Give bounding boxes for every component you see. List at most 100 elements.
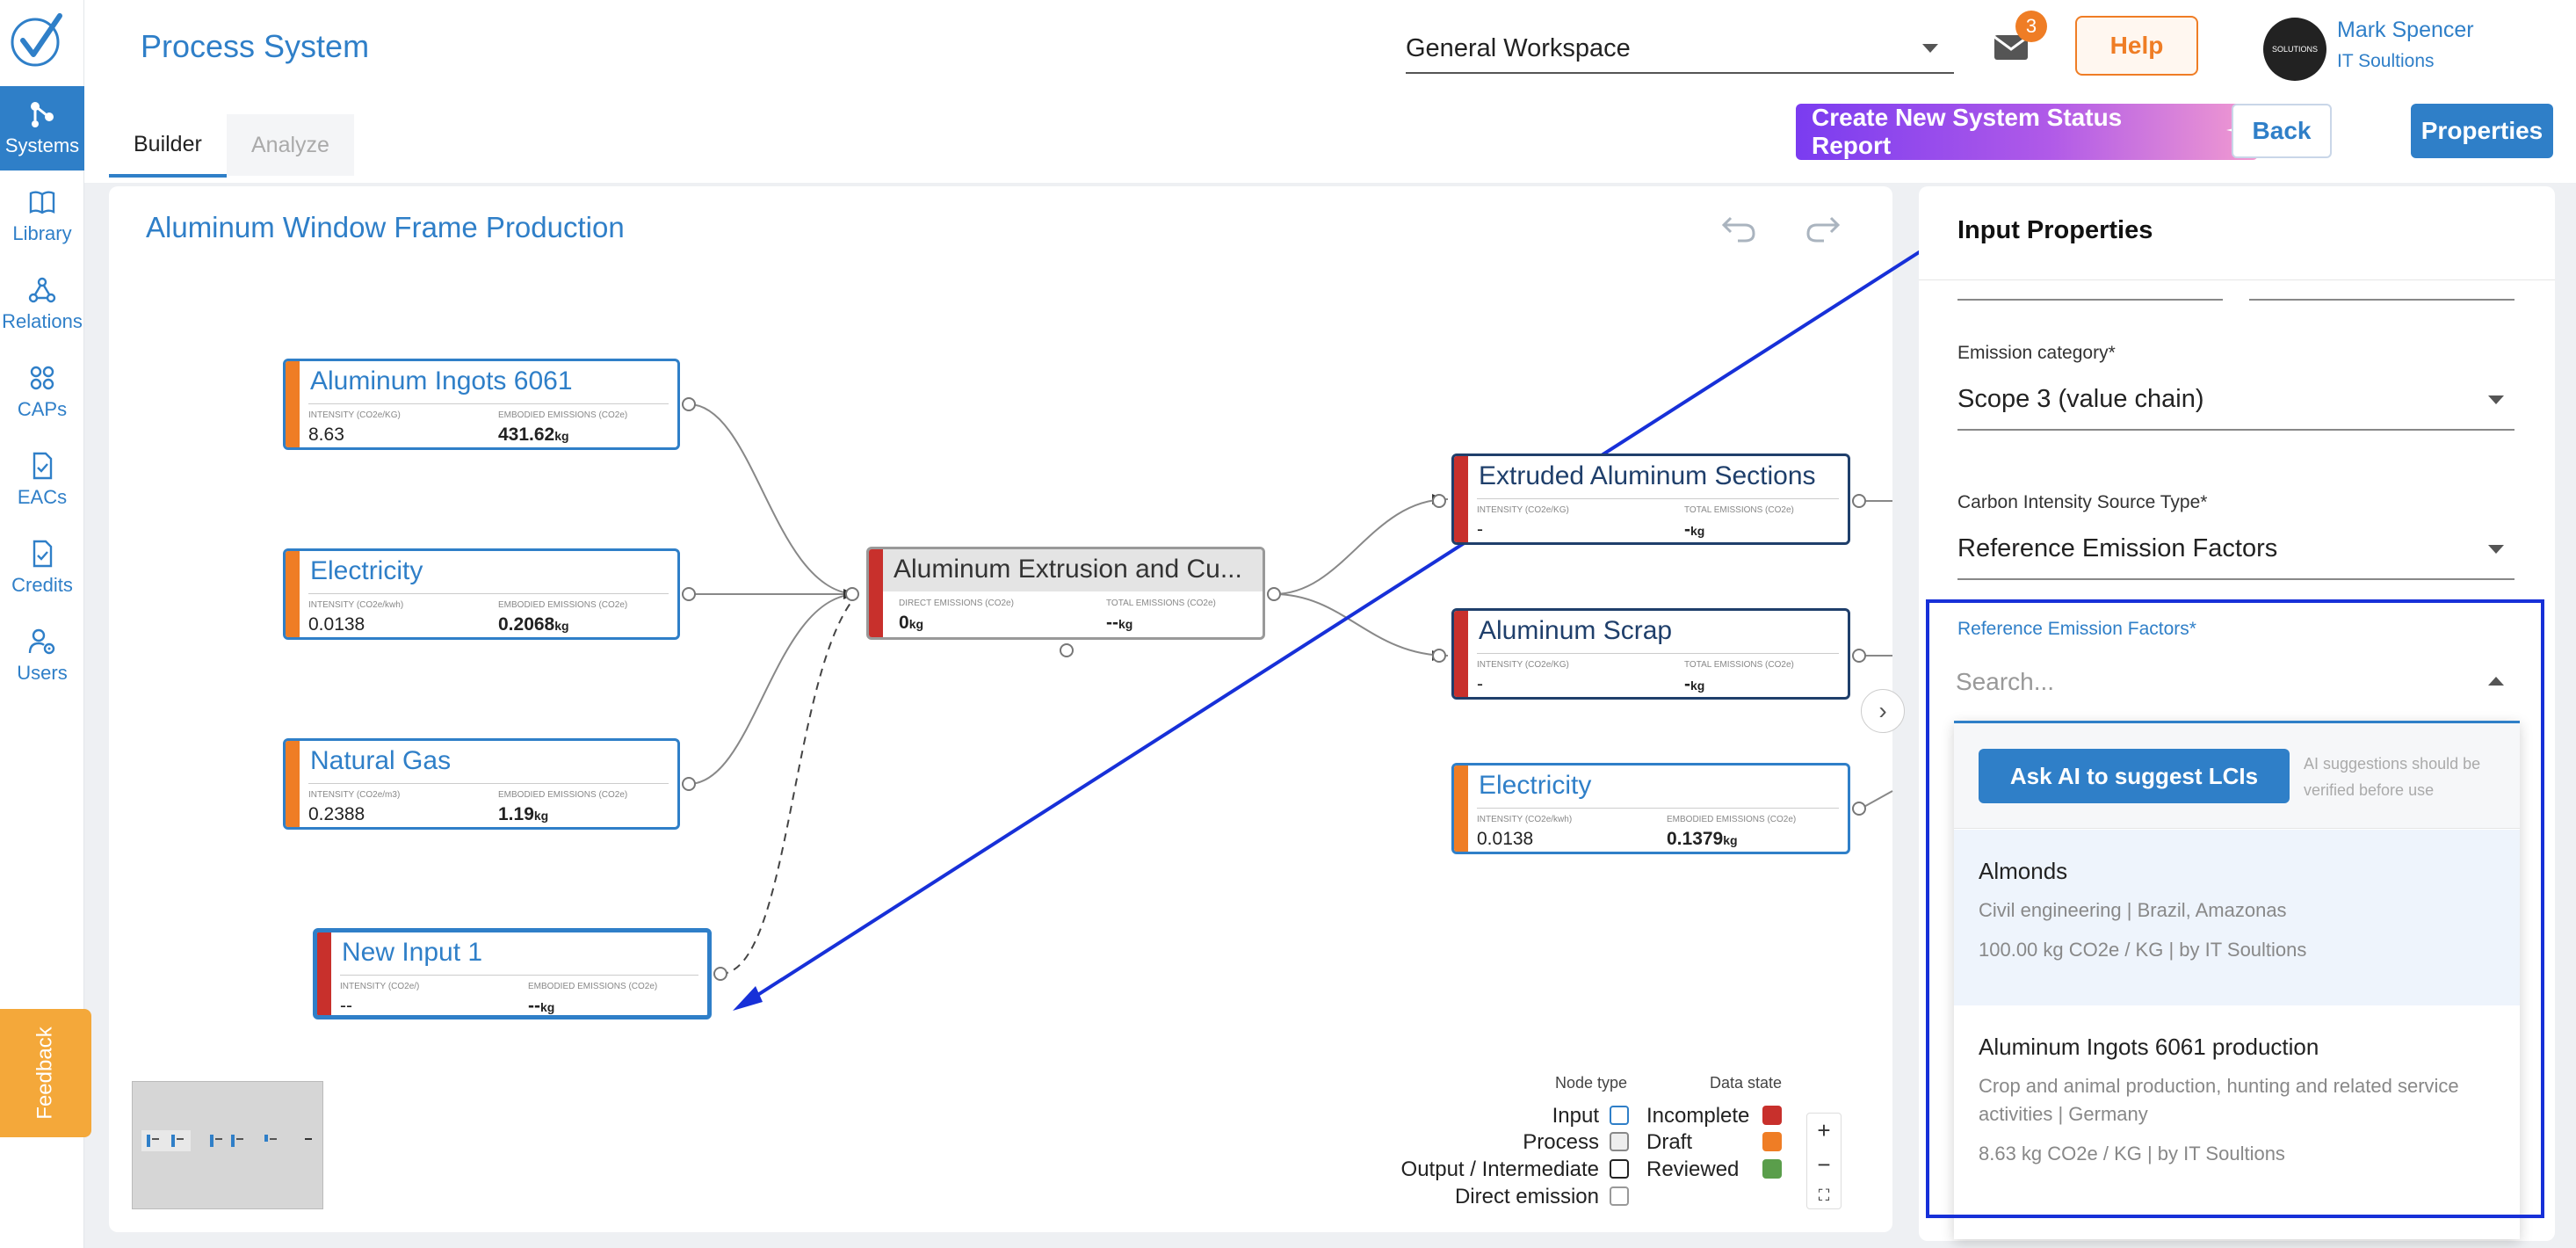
emissions-label: EMBODIED EMISSIONS (CO2e) — [528, 982, 658, 991]
node-aluminum-ingots[interactable]: Aluminum Ingots 6061 INTENSITY (CO2e/KG)… — [283, 359, 680, 450]
nav-users[interactable]: Users — [0, 613, 84, 698]
option-aluminum-ingots[interactable]: Aluminum Ingots 6061 production Crop and… — [1954, 1005, 2520, 1213]
option-description: Crop and animal production, hunting and … — [1979, 1075, 2459, 1125]
minimap-preview — [141, 1130, 312, 1151]
output-type-icon — [1610, 1159, 1629, 1179]
label-text: Carbon Intensity Source Type — [1957, 492, 2201, 512]
chevron-up-icon[interactable] — [2488, 677, 2504, 686]
direct-emissions-label: DIRECT EMISSIONS (CO2e) — [899, 599, 1014, 608]
back-button[interactable]: Back — [2232, 104, 2332, 158]
undo-icon[interactable] — [1720, 211, 1759, 246]
input-port[interactable] — [845, 587, 859, 601]
chevron-down-icon[interactable] — [2488, 395, 2504, 404]
zoom-in-button[interactable]: + — [1817, 1117, 1831, 1144]
field-underline[interactable] — [2249, 299, 2514, 301]
source-type-label: Carbon Intensity Source Type* — [1957, 492, 2207, 513]
input-port[interactable] — [1432, 494, 1446, 508]
emission-category-value[interactable]: Scope 3 (value chain) — [1957, 385, 2204, 413]
notification-badge: 3 — [2015, 11, 2047, 42]
option-meta: 100.00 kg CO2e / KG | by IT Soultions — [1979, 939, 2307, 961]
properties-button[interactable]: Properties — [2411, 104, 2553, 158]
emission-category-select[interactable] — [1957, 429, 2514, 431]
input-port[interactable] — [1432, 649, 1446, 663]
minimap[interactable] — [132, 1081, 323, 1209]
feedback-label: Feedback — [33, 1027, 57, 1120]
emissions-number: 0.2068 — [498, 614, 555, 635]
source-type-value[interactable]: Reference Emission Factors — [1957, 534, 2278, 562]
legend-state-draft: Draft — [1646, 1130, 1693, 1154]
output-port[interactable] — [1852, 802, 1866, 816]
total-emissions-number: -- — [1106, 613, 1118, 633]
label-text: Reference Emission Factors — [1957, 619, 2189, 639]
tab-analyze[interactable]: Analyze — [227, 114, 354, 176]
chevron-down-icon — [1922, 44, 1938, 53]
intensity-value: -- — [340, 996, 352, 1016]
emission-port[interactable] — [1060, 643, 1074, 657]
option-name: Almonds — [1979, 858, 2068, 884]
emissions-label: EMBODIED EMISSIONS (CO2e) — [498, 600, 628, 610]
nav-library[interactable]: Library — [0, 174, 84, 258]
output-port[interactable] — [1267, 587, 1281, 601]
output-port[interactable] — [682, 587, 696, 601]
output-port[interactable] — [713, 967, 727, 981]
state-bar — [1454, 456, 1468, 542]
output-port[interactable] — [682, 397, 696, 411]
field-underline[interactable] — [1957, 299, 2223, 301]
option-almonds[interactable]: Almonds Civil engineering | Brazil, Amaz… — [1954, 830, 2520, 1005]
ask-ai-button[interactable]: Ask AI to suggest LCIs — [1979, 749, 2290, 803]
panel-title: Input Properties — [1957, 216, 2153, 244]
workspace-select[interactable]: General Workspace — [1406, 25, 1954, 74]
node-new-input[interactable]: New Input 1 INTENSITY (CO2e/) -- EMBODIE… — [313, 928, 712, 1019]
node-electricity-input[interactable]: Electricity INTENSITY (CO2e/kwh) 0.0138 … — [283, 548, 680, 640]
total-emissions-label: TOTAL EMISSIONS (CO2e) — [1684, 505, 1794, 515]
fit-view-button[interactable]: ⛶ — [1818, 1186, 1830, 1204]
avatar[interactable]: SOLUTIONS — [2263, 18, 2326, 81]
unit: kg — [554, 619, 569, 633]
required-mark: * — [2108, 343, 2116, 363]
nav-relations[interactable]: Relations — [0, 262, 84, 346]
total-emissions-label: TOTAL EMISSIONS (CO2e) — [1684, 660, 1794, 670]
chevron-down-icon[interactable] — [2488, 545, 2504, 554]
legend-state-incomplete: Incomplete — [1646, 1104, 1750, 1128]
unit: kg — [1723, 833, 1738, 847]
tab-builder[interactable]: Builder — [109, 114, 227, 178]
unit: kg — [1690, 678, 1705, 693]
intensity-label: INTENSITY (CO2e/KG) — [1477, 660, 1569, 670]
app-logo-icon[interactable] — [7, 9, 69, 70]
legend-type-process: Process — [1523, 1130, 1599, 1154]
node-extruded-sections[interactable]: Extruded Aluminum Sections INTENSITY (CO… — [1451, 453, 1850, 545]
nav-caps[interactable]: CAPs — [0, 350, 84, 434]
output-port[interactable] — [1852, 494, 1866, 508]
create-report-label: Create New System Status Report — [1812, 104, 2123, 159]
nav-eacs[interactable]: EACs — [0, 438, 84, 522]
unit: kg — [554, 429, 569, 443]
node-electricity-output[interactable]: Electricity INTENSITY (CO2e/kwh) 0.0138 … — [1451, 763, 1850, 854]
mail-icon[interactable] — [1987, 25, 2037, 67]
help-button[interactable]: Help — [2075, 16, 2198, 76]
feedback-tab[interactable]: Feedback — [0, 1009, 91, 1137]
user-name[interactable]: Mark Spencer — [2337, 18, 2474, 42]
node-aluminum-scrap[interactable]: Aluminum Scrap INTENSITY (CO2e/KG) - TOT… — [1451, 608, 1850, 700]
direct-emission-type-icon — [1610, 1186, 1629, 1206]
node-process-extrusion[interactable]: Aluminum Extrusion and Cu... DIRECT EMIS… — [866, 547, 1265, 640]
nav-credits[interactable]: Credits — [0, 526, 84, 610]
book-icon — [29, 191, 55, 214]
source-type-select[interactable] — [1957, 578, 2514, 580]
redo-icon[interactable] — [1803, 211, 1842, 246]
create-report-button[interactable]: Create New System Status Report — [1796, 104, 2258, 160]
output-port[interactable] — [682, 777, 696, 791]
emissions-label: EMBODIED EMISSIONS (CO2e) — [498, 410, 628, 420]
reference-search-input[interactable] — [1956, 664, 2465, 700]
output-port[interactable] — [1852, 649, 1866, 663]
intensity-value: 0.0138 — [1477, 829, 1534, 849]
expand-chevron-right-icon[interactable]: › — [1861, 689, 1905, 733]
state-bar — [286, 551, 300, 637]
intensity-value: 8.63 — [308, 424, 344, 445]
unit: kg — [1690, 524, 1705, 538]
zoom-out-button[interactable]: − — [1817, 1151, 1831, 1179]
emissions-value: --kg — [528, 996, 554, 1015]
emissions-label: EMBODIED EMISSIONS (CO2e) — [1667, 815, 1797, 824]
node-title: Aluminum Scrap — [1479, 616, 1673, 645]
node-natural-gas[interactable]: Natural Gas INTENSITY (CO2e/m3) 0.2388 E… — [283, 738, 680, 830]
nav-systems[interactable]: Systems — [0, 86, 84, 171]
